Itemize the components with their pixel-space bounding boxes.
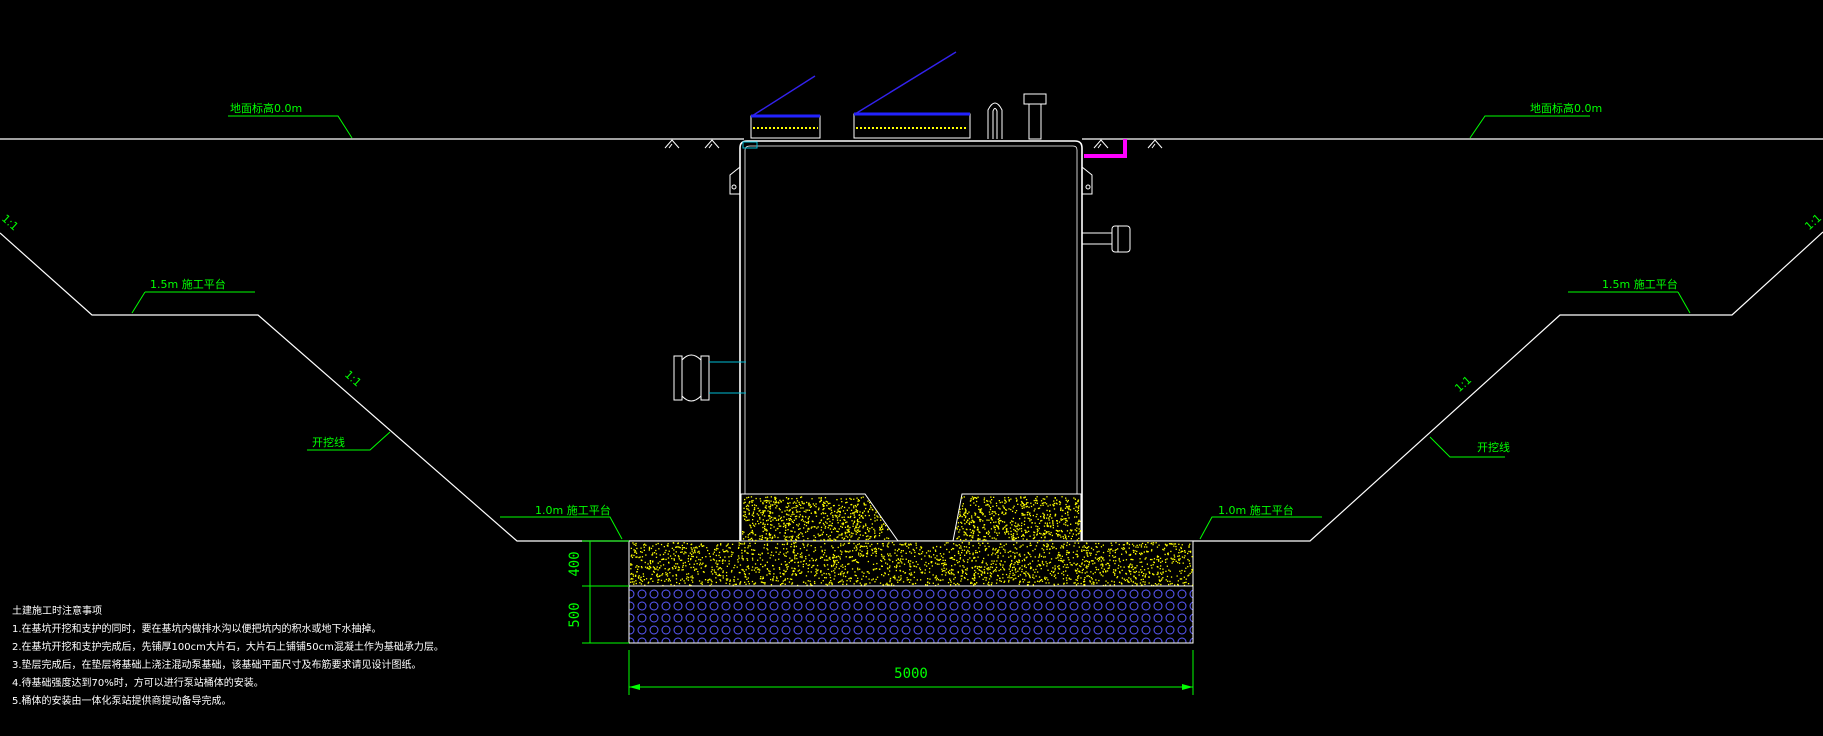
dimension-5000: 5000 — [894, 666, 928, 682]
slope-ratio-upper-right: 1:1 — [1802, 211, 1823, 233]
platform-1-0-label-right: 1.0m 施工平台 — [1218, 503, 1294, 517]
vent-pipe-gooseneck — [987, 102, 1003, 139]
excavation-outline — [0, 231, 1823, 542]
concrete-dots-base — [630, 542, 1194, 587]
magenta-vent-pipe — [1084, 139, 1127, 158]
ground-symbols — [664, 139, 1163, 149]
note-1: 1.在基坑开挖和支护的同时，要在基坑内做排水沟以便把坑内的积水或地下水抽掉。 — [12, 622, 382, 635]
leader-lines — [131, 115, 1691, 540]
dimension-400: 400 — [567, 551, 583, 576]
note-4: 4.待基础强度达到70%时，方可以进行泵站桶体的安装。 — [12, 676, 264, 689]
outlet-pipe-right — [1081, 225, 1131, 253]
platform-1-5-label-left: 1.5m 施工平台 — [150, 277, 226, 291]
concrete-dots-tank — [742, 496, 1082, 542]
access-cover-right — [853, 51, 971, 139]
vent-cap — [1023, 93, 1047, 140]
excavation-line-label-right: 开挖线 — [1477, 440, 1510, 454]
slope-ratio-upper-left: 1:1 — [0, 212, 21, 234]
slope-ratio-lower-right: 1:1 — [1452, 373, 1474, 395]
lifting-lug-right — [1081, 166, 1093, 195]
excavation-line-label-left: 开挖线 — [312, 435, 345, 449]
note-3: 3.垫层完成后，在垫层将基础上浇注混动泵基础，该基础平面尺寸及布筋要求请见设计图… — [12, 658, 422, 671]
notes-title: 土建施工时注意事项 — [12, 604, 102, 617]
inlet-pipe-left — [673, 354, 746, 402]
ground-level-label-left: 地面标高0.0m — [230, 101, 302, 115]
note-5: 5.桶体的安装由一体化泵站提供商提动备导完成。 — [12, 694, 232, 707]
inlet-marker — [742, 141, 758, 149]
stone-foundation-layer — [628, 585, 1194, 644]
lifting-lug-left — [729, 166, 741, 195]
platform-1-0-label-left: 1.0m 施工平台 — [535, 503, 611, 517]
pump-station-tank — [739, 140, 1083, 541]
platform-1-5-label-right: 1.5m 施工平台 — [1602, 277, 1678, 291]
note-2: 2.在基坑开挖和支护完成后，先铺厚100cm大片石，大片石上铺铺50cm混凝土作… — [12, 640, 444, 653]
tank-inner-wall — [744, 145, 1078, 541]
ground-level-label-right: 地面标高0.0m — [1530, 101, 1602, 115]
construction-notes: 土建施工时注意事项 1.在基坑开挖和支护的同时，要在基坑内做排水沟以便把坑内的积… — [12, 604, 444, 707]
access-cover-left — [750, 75, 821, 139]
dimension-500: 500 — [567, 602, 583, 627]
slope-ratio-lower-left: 1:1 — [342, 368, 364, 390]
dimension-lines — [582, 540, 1194, 695]
